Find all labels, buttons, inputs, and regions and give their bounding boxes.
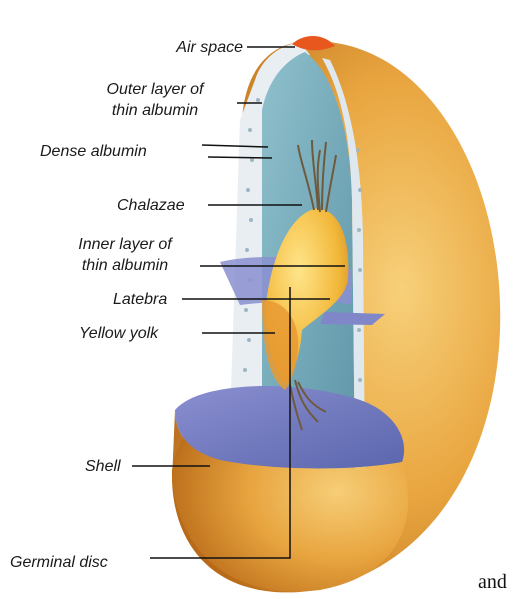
- label-outer-thin-albumin-line1: Outer layer of: [80, 80, 230, 100]
- label-air-space: Air space: [110, 38, 243, 58]
- leader-dense-albumin-2: [208, 157, 272, 158]
- page-text-fragment: and: [478, 571, 507, 594]
- label-germinal-disc: Germinal disc: [10, 553, 108, 573]
- label-yellow-yolk: Yellow yolk: [79, 324, 158, 344]
- label-inner-thin-albumin-line1: Inner layer of: [50, 235, 200, 255]
- label-outer-thin-albumin-line2: thin albumin: [80, 101, 230, 121]
- label-dense-albumin: Dense albumin: [40, 142, 147, 162]
- label-shell: Shell: [85, 457, 121, 477]
- label-latebra: Latebra: [113, 290, 167, 310]
- label-chalazae: Chalazae: [117, 196, 185, 216]
- label-inner-thin-albumin-line2: thin albumin: [50, 256, 200, 276]
